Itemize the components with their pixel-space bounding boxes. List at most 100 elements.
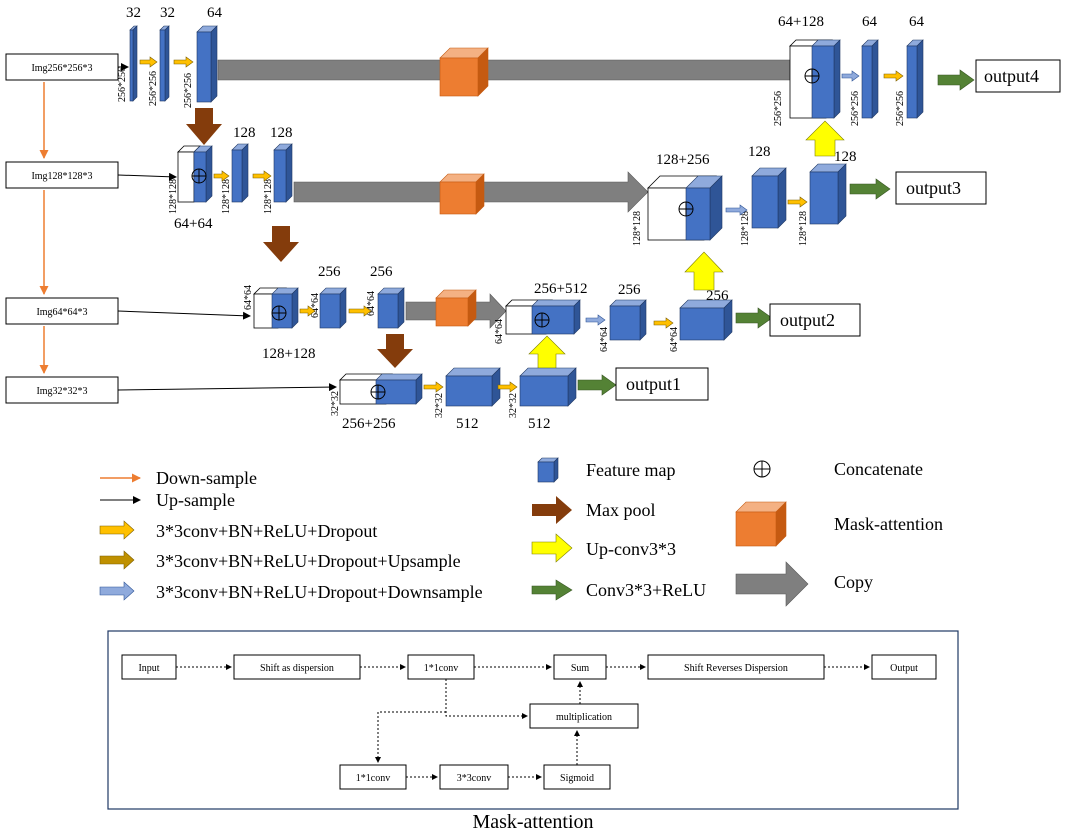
concat-block [505,299,581,335]
feature-map [196,25,218,103]
mask-attention-block [435,289,477,327]
legend-copy-arrow [735,561,809,607]
size-label: 64*64 [243,285,254,310]
legend-downsample-conv-arrow [99,581,135,601]
conv-arrow [497,381,518,393]
ma-sigmoid-label: Sigmoid [560,773,594,784]
legend-up-conv: Up-conv3*3 [586,539,676,559]
legend-copy: Copy [834,572,873,592]
concat-block [647,175,723,241]
output-label-3: output3 [906,178,961,198]
channel-label: 256 [618,282,641,298]
legend-concatenate-icon [753,460,771,478]
downsample-conv-arrow [841,70,860,82]
mask-attention-detail: Input Shift as dispersion 1*1conv Sum Sh… [107,630,959,833]
legend-conv-dropout: 3*3conv+BN+ReLU+Dropout [156,521,377,541]
feature-map [159,25,170,102]
legend-mask-attention-icon [735,501,787,547]
channel-label: 64 [207,5,223,21]
feature-map [609,299,647,341]
ma-conv3-box: 3*3conv [439,764,509,790]
downsample-conv-arrow [725,204,748,216]
ma-shift-rev-label: Shift Reverses Dispersion [684,663,788,674]
legend-upsample-conv-arrow [99,550,135,570]
legend-max-pool-arrow [532,496,572,524]
legend-up-conv-arrow [531,533,573,563]
conv-arrow [883,70,904,82]
up-sample-arrow [117,383,337,392]
ma-conv1-label: 1*1conv [424,663,458,674]
legend-conv-arrow [99,520,135,540]
ma-output-label: Output [890,663,918,674]
feature-map [861,39,879,119]
output-label-4: output4 [984,66,1039,86]
conv-arrow [173,56,194,68]
size-label: 64*64 [599,327,610,352]
concat-block [339,373,423,405]
input-box-64: Img64*64*3 [5,297,119,325]
feature-map [519,367,577,407]
output-box-3: output3 [895,171,987,205]
conv-relu-arrow [849,178,891,200]
input-label-64: Img64*64*3 [36,307,87,318]
copy-arrow [217,49,813,91]
conv-arrow [423,381,444,393]
feature-map [906,39,924,119]
feature-map [809,163,847,225]
size-label: 64*64 [669,327,680,352]
input-label-32: Img32*32*3 [36,386,87,397]
up-sample-arrow [117,172,177,181]
size-label: 256*256 [773,91,784,126]
ma-shift-box: Shift as dispersion [233,654,361,680]
conv-arrow [787,196,808,208]
conv-arrow [213,170,230,182]
channel-label: 64+128 [778,14,824,30]
legend-max-pool: Max pool [586,500,656,520]
ma-conv3-label: 3*3conv [457,773,491,784]
ma-connectors [176,664,870,780]
channel-label: 256+512 [534,281,587,297]
input-label-256: Img256*256*3 [31,63,92,74]
input-box-32: Img32*32*3 [5,376,119,404]
ma-output-box: Output [871,654,937,680]
channel-label: 128+128 [262,346,315,362]
size-label: 256*256 [117,67,128,102]
channel-label: 256 [318,264,341,280]
size-label: 256*256 [850,91,861,126]
channel-label: 128+256 [656,152,710,168]
max-pool-arrow [377,334,413,368]
ma-conv1-box: 1*1conv [407,654,475,680]
output-box-4: output4 [975,59,1061,93]
size-label: 32*32 [508,393,519,418]
size-label: 128*128 [221,179,232,214]
size-label: 64*64 [310,293,321,318]
ma-input-box: Input [121,654,177,680]
ma-sum-box: Sum [553,654,607,680]
up-conv-arrow [684,251,724,291]
ma-caption: Mask-attention [472,811,593,833]
size-label: 128*128 [740,211,751,246]
max-pool-arrow [263,226,299,262]
mask-attention-block [439,173,485,215]
ma-conv1b-box: 1*1conv [339,764,407,790]
legend-mask-attention: Mask-attention [834,514,943,534]
output-label-1: output1 [626,374,681,394]
channel-label: 128 [233,125,256,141]
channel-label: 32 [160,5,175,21]
up-sample-arrow [117,310,251,320]
legend-feature-map-icon [537,457,559,483]
up-conv-arrow [528,335,566,371]
feature-map [231,143,249,203]
ma-mult-label: multiplication [556,712,612,723]
size-label: 128*128 [632,211,643,246]
size-label: 128*128 [263,179,274,214]
legend-conv-upsample: 3*3conv+BN+ReLU+Dropout+Upsample [156,551,461,571]
output-label-2: output2 [780,310,835,330]
mask-attention-frame [107,630,959,810]
size-label: 64*64 [494,319,505,344]
feature-map [445,367,501,407]
channel-label: 256 [370,264,393,280]
ma-mult-box: multiplication [529,703,639,729]
concat-block [177,145,213,203]
